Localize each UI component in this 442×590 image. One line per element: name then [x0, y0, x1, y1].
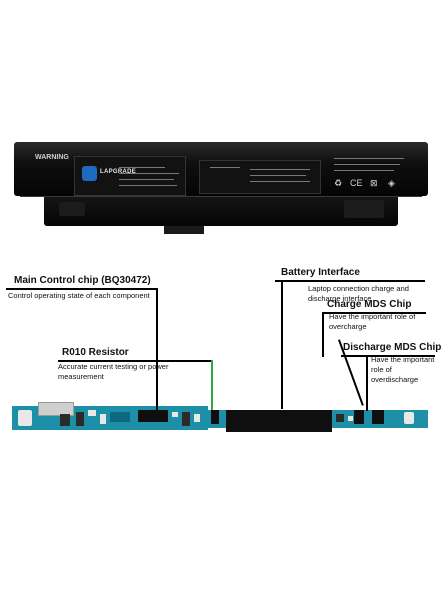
main-chip-title: Main Control chip (BQ30472) [14, 275, 151, 286]
charge-mds-desc: Have the important role of overcharge [329, 312, 416, 331]
main-chip-leader [156, 288, 158, 410]
charge-mds-title: Charge MDS Chip [327, 299, 412, 310]
discharge-mds-desc: Have the important role of overdischarge [371, 355, 435, 384]
main-chip-underline [6, 288, 156, 290]
discharge-mds-leader [366, 356, 368, 411]
discharge-mds-underline [341, 355, 435, 357]
battery-image: WARNING LAPGRADE ♻ CE ⊠ ◈ [14, 142, 428, 234]
battery-seam [20, 196, 422, 197]
charge-mds-underline [322, 312, 426, 314]
battery-interface-connector [226, 410, 332, 432]
r010-underline [58, 360, 212, 362]
battery-latch [59, 202, 85, 216]
pcb-board-image [12, 400, 428, 440]
battery-interface-desc: Laptop connection charge and discharge i… [308, 284, 409, 303]
battery-brand: LAPGRADE [100, 169, 137, 175]
battery-lower-body [44, 196, 398, 226]
battery-warning-text: WARNING [35, 154, 69, 161]
charge-mds-chip [354, 410, 364, 424]
battery-grip [344, 200, 384, 218]
r010-title: R010 Resistor [62, 347, 129, 358]
pcb-connector-left [38, 402, 74, 416]
main-chip-desc: Control operating state of each componen… [8, 291, 150, 300]
lapgrade-logo-icon [82, 166, 97, 181]
r010-leader [211, 360, 213, 410]
battery-label-right [199, 160, 321, 194]
main-control-chip [138, 410, 168, 422]
ce-mark-icon: CE [350, 178, 363, 188]
discharge-mds-chip [372, 410, 384, 424]
charge-mds-leader-vertical [322, 312, 324, 357]
cert-icon: ◈ [388, 178, 395, 188]
recycle-icon: ♻ [334, 178, 343, 188]
battery-interface-leader [281, 281, 283, 409]
discharge-mds-title: Discharge MDS Chip [343, 342, 442, 353]
battery-connector [164, 226, 204, 234]
bin-icon: ⊠ [370, 178, 378, 188]
battery-interface-title: Battery Interface [281, 267, 360, 278]
r010-resistor [211, 410, 219, 424]
battery-interface-underline [275, 280, 425, 282]
r010-desc: Accurate current testing or power measur… [58, 362, 169, 381]
